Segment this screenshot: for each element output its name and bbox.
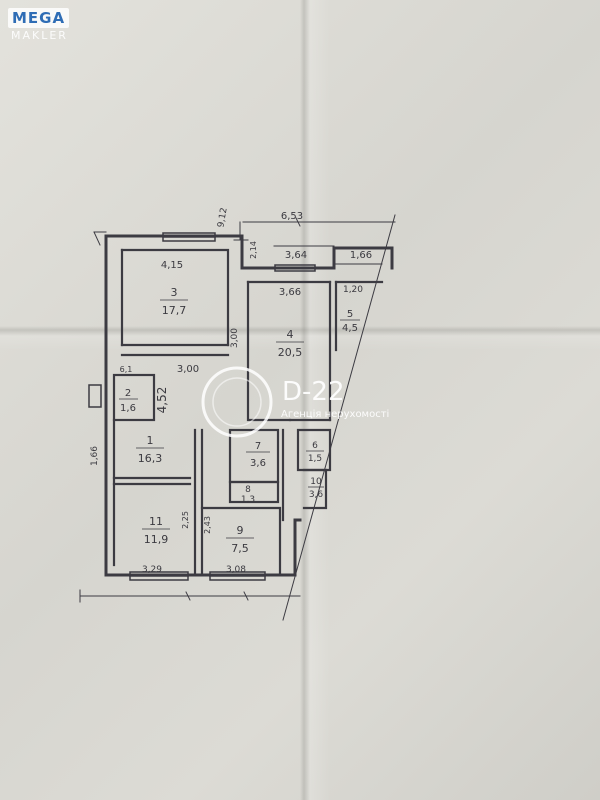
dimension-ticks: [185, 217, 301, 601]
room-area: 17,7: [162, 304, 187, 317]
room-number: 11: [149, 515, 163, 528]
room-number: 9: [237, 524, 244, 537]
room-number: 6: [312, 441, 318, 451]
dimension-label: 6,1: [120, 365, 133, 374]
room-area: 7,5: [231, 542, 249, 555]
dimension-label: 3,66: [279, 287, 301, 298]
room-number: 3: [171, 286, 178, 299]
room-number: 10: [310, 477, 322, 487]
room-area: 1,6: [120, 403, 136, 414]
dimension-label: 1,66: [90, 446, 100, 466]
room-area: 4,5: [342, 323, 358, 334]
dimension-label: 3,00: [230, 328, 240, 348]
dimension-label: 9,12: [216, 207, 229, 228]
dimension-label: 3,00: [177, 364, 199, 375]
room-number: 2: [125, 388, 131, 399]
dimension-lines: [79, 214, 396, 621]
logo-brand-name: MEGA: [8, 8, 70, 28]
dimension-label: 4,15: [161, 260, 183, 271]
room-area: 1,3: [241, 495, 255, 505]
dimension-label: 6,53: [281, 211, 303, 222]
logo-brand-sub: MAKLER: [11, 29, 68, 42]
room-number: 1: [147, 434, 154, 447]
dimension-label: 4,52: [155, 387, 169, 414]
mega-makler-logo: MEGA MAKLER: [8, 8, 70, 42]
dimension-labels: 4,15 6,53 9,12 2,14 3,64 1,66 3,66 1,20 …: [90, 207, 372, 575]
outer-walls: [104, 234, 394, 577]
windows: [88, 232, 316, 581]
room-area: 1,5: [308, 454, 322, 464]
dimension-label: 2,43: [203, 516, 212, 534]
room-area: 11,9: [144, 533, 169, 546]
room-area: 16,3: [138, 452, 163, 465]
dimension-label: 3,64: [285, 250, 307, 261]
inner-walls: [112, 248, 384, 577]
watermark-subtitle: Агенція нерухомості: [281, 408, 389, 420]
watermark-name: D-22: [282, 377, 345, 407]
dimension-label: 2,25: [181, 511, 190, 529]
dimension-label: 2,14: [249, 241, 258, 259]
dimension-label: 3,29: [142, 565, 162, 575]
dimension-label: 1,66: [350, 250, 372, 261]
room-number: 8: [245, 485, 251, 495]
watermark-logo: D-22 Агенція нерухомості: [201, 366, 389, 438]
room-number: 5: [347, 309, 353, 320]
dimension-label: 3,08: [226, 565, 246, 575]
room-area: 20,5: [278, 346, 303, 359]
room-labels: 3 17,7 4 20,5 2 1,6 1 16,3 7 3,6 8 1,3 1…: [119, 286, 360, 555]
room-number: 7: [255, 441, 261, 452]
room-area: 3,6: [309, 490, 324, 500]
room-number: 4: [287, 328, 294, 341]
room-area: 3,6: [250, 458, 266, 469]
dimension-label: 1,20: [343, 285, 363, 295]
